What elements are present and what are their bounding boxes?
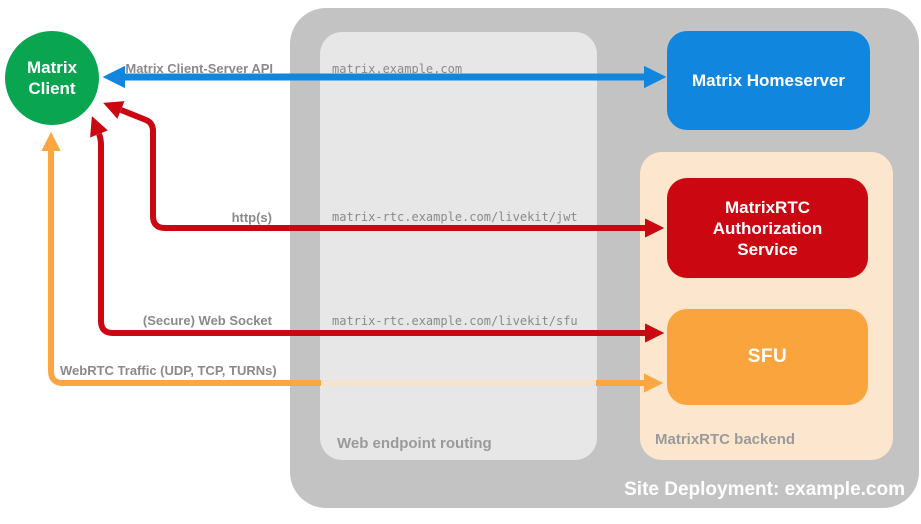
auth-label-line3: Service xyxy=(737,239,798,259)
endpoint-matrix-example-com: matrix.example.com xyxy=(332,62,463,76)
sfu-label: SFU xyxy=(747,346,788,367)
auth-label-line1: MatrixRTC xyxy=(724,197,810,217)
web-endpoint-routing-label: Web endpoint routing xyxy=(337,435,492,452)
web-endpoint-routing-box xyxy=(320,32,597,460)
matrix-homeserver-label: Matrix Homeserver xyxy=(691,70,846,90)
https-arrow-label: http(s) xyxy=(231,210,272,225)
matrixrtc-authorization-service-node: MatrixRTC Authorization Service xyxy=(667,178,868,278)
site-deployment-label: Site Deployment: example.com xyxy=(624,479,905,500)
matrix-client-node: Matrix Client xyxy=(5,31,99,125)
client-server-api-arrow-label: Matrix Client-Server API xyxy=(125,61,273,76)
webrtc-traffic-arrow-label: WebRTC Traffic (UDP, TCP, TURNs) xyxy=(60,363,277,378)
matrix-homeserver-node: Matrix Homeserver xyxy=(667,31,870,130)
websocket-arrow-label: (Secure) Web Socket xyxy=(142,313,272,328)
auth-label-line2: Authorization xyxy=(712,218,823,238)
matrixrtc-backend-label: MatrixRTC backend xyxy=(655,431,796,448)
client-label-line1: Matrix xyxy=(26,58,78,77)
client-label-line2: Client xyxy=(28,79,76,98)
endpoint-livekit-sfu: matrix-rtc.example.com/livekit/sfu xyxy=(332,314,578,328)
sfu-node: SFU xyxy=(667,309,868,405)
endpoint-livekit-jwt: matrix-rtc.example.com/livekit/jwt xyxy=(332,210,578,224)
